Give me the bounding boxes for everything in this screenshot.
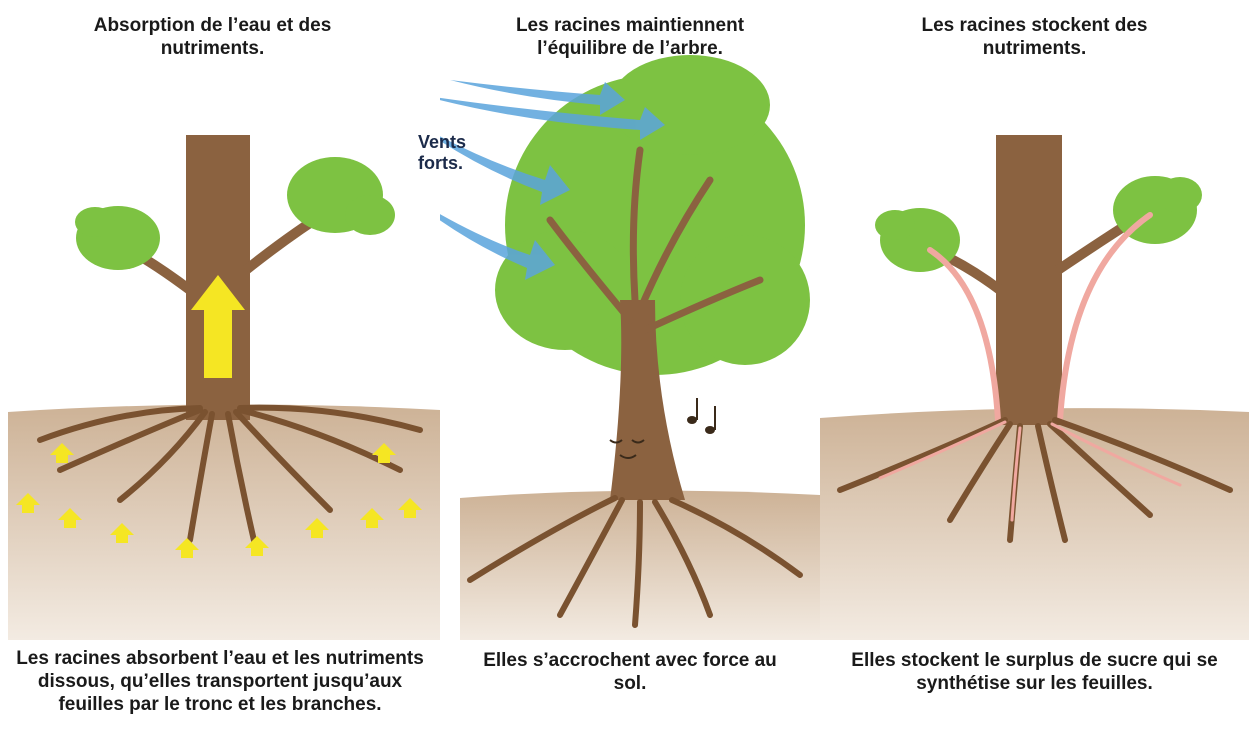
panel-caption: Elles s’accrochent avec force au sol. (440, 649, 820, 695)
soil (820, 408, 1249, 640)
absorption-illustration (0, 0, 440, 742)
panel-storage: Les racines stockent des nutriments. Ell… (820, 0, 1249, 742)
panel-title: Les racines stockent des nutriments. (820, 14, 1249, 60)
panel-absorption: Absorption de l’eau et des nutriments. L… (0, 0, 440, 742)
panel-balance: Les racines maintiennent l’équilibre de … (440, 0, 820, 742)
panel-title: Absorption de l’eau et des nutriments. (0, 14, 440, 60)
trunk (996, 135, 1062, 425)
balance-illustration (440, 0, 820, 742)
wind-label: Vents forts. (418, 132, 498, 173)
music-note-icon (687, 398, 716, 434)
storage-illustration (820, 0, 1249, 742)
panel-title: Les racines maintiennent l’équilibre de … (440, 14, 820, 60)
panel-caption: Les racines absorbent l’eau et les nutri… (0, 647, 440, 717)
panel-caption: Elles stockent le surplus de sucre qui s… (820, 649, 1249, 695)
